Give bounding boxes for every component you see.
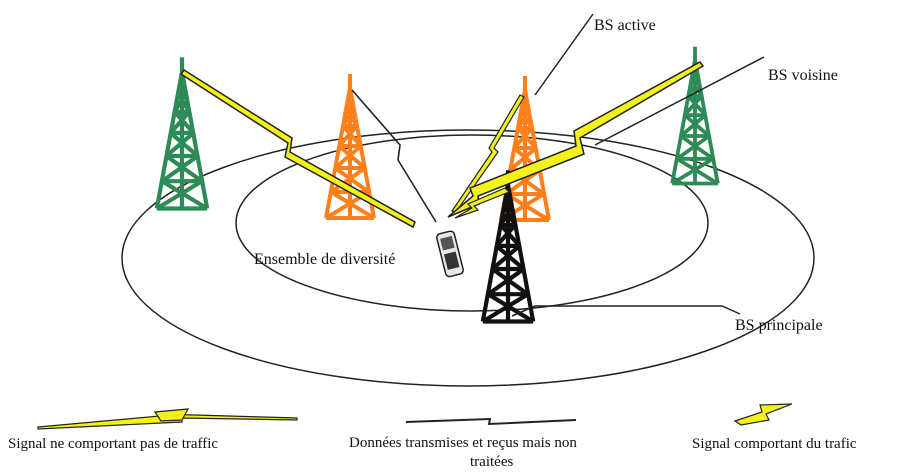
- bs-principale-leader: [511, 305, 741, 317]
- bs-active-leader: [534, 13, 594, 96]
- legend-unprocessed-symbol: [405, 417, 577, 426]
- inner-coverage-ellipse: [235, 134, 709, 312]
- outer-coverage-ellipse: [121, 129, 815, 387]
- signal-unprocessed-left: [351, 89, 437, 223]
- legend-unprocessed-label-line1: Données transmises et reçus mais non: [349, 435, 577, 451]
- legend-no-traffic-label: Signal ne comportant pas de traffic: [8, 436, 218, 452]
- mobile-phone-icon: [436, 230, 464, 278]
- legend-traffic-symbol: [733, 403, 793, 426]
- bs-principale-label: BS principale: [735, 317, 823, 334]
- bs-active-label: BS active: [594, 17, 656, 34]
- signal-no-traffic-right: [447, 61, 705, 218]
- legend-no-traffic-bolt: [153, 408, 190, 422]
- signal-no-traffic-left: [179, 68, 416, 229]
- legend-traffic-label: Signal comportant du trafic: [692, 436, 857, 452]
- signal-traffic-principal: [454, 187, 511, 219]
- legend-unprocessed-label-line2: traitées: [470, 454, 513, 470]
- bs-voisine-label: BS voisine: [768, 67, 838, 84]
- diversity-set-label: Ensemble de diversité: [254, 251, 395, 268]
- bs-voisine-leader: [594, 56, 765, 146]
